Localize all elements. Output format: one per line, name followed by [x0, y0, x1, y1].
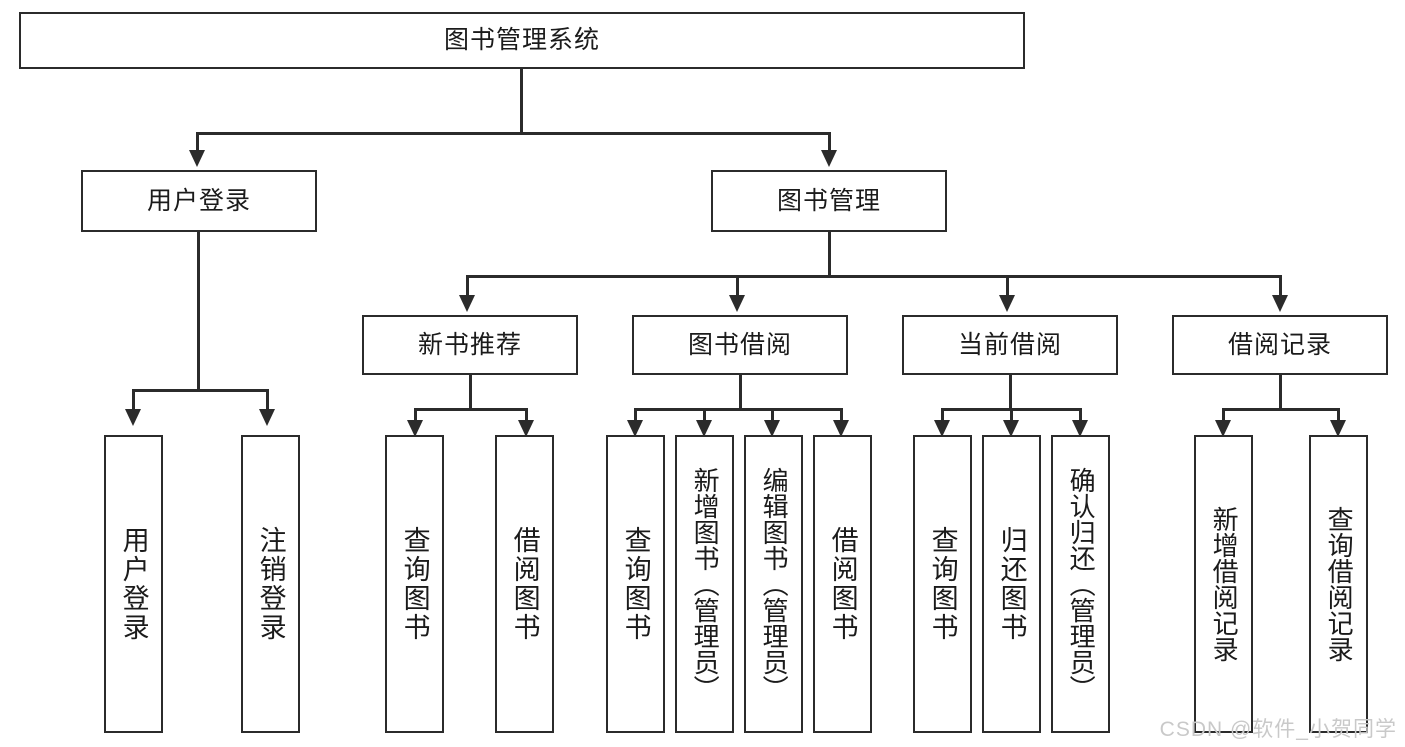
leaf-logout[interactable]: 注销登录	[241, 435, 300, 733]
leaf-query-borrow-record[interactable]: 查询借阅记录	[1309, 435, 1368, 733]
arrow-to-book-manage	[821, 150, 837, 167]
arrow-to-confirm-return	[1072, 420, 1088, 437]
arrow-to-query-book-3	[934, 420, 950, 437]
leaf-add-book[interactable]: 新增图书（管理员）	[675, 435, 734, 733]
connector-bookmanage-branch-1	[466, 275, 469, 297]
arrow-to-new-book-recommend	[459, 295, 475, 312]
connector-root-branch-right	[828, 132, 831, 152]
node-book-borrow[interactable]: 图书借阅	[632, 315, 848, 375]
node-root-library-system[interactable]: 图书管理系统	[19, 12, 1025, 69]
leaf-label: 查询图书	[620, 526, 651, 642]
connector-currentborrow-branch-3	[1079, 408, 1082, 422]
node-new-book-recommend[interactable]: 新书推荐	[362, 315, 578, 375]
leaf-label: 新增图书（管理员）	[690, 467, 721, 701]
node-label: 借阅记录	[1227, 330, 1332, 359]
connector-currentborrow-branch-2	[1010, 408, 1013, 422]
leaf-confirm-return[interactable]: 确认归还（管理员）	[1051, 435, 1110, 733]
arrow-to-add-record	[1215, 420, 1231, 437]
connector-bookmanage-branch-4	[1279, 275, 1282, 297]
leaf-label: 查询图书	[927, 526, 958, 642]
leaf-query-book-recommend[interactable]: 查询图书	[385, 435, 444, 733]
arrow-to-current-borrow	[999, 295, 1015, 312]
node-label: 用户登录	[146, 186, 251, 215]
leaf-label: 确认归还（管理员）	[1066, 467, 1097, 701]
leaf-label: 用户登录	[118, 526, 149, 642]
connector-borrowrecord-stem	[1279, 375, 1282, 410]
connector-borrowrecord-bus	[1222, 408, 1340, 411]
connector-bookborrow-stem	[739, 375, 742, 410]
connector-newbook-branch-2	[525, 408, 528, 422]
leaf-query-book-borrow[interactable]: 查询图书	[606, 435, 665, 733]
connector-currentborrow-stem	[1009, 375, 1012, 410]
leaf-edit-book[interactable]: 编辑图书（管理员）	[744, 435, 803, 733]
arrow-to-query-book-1	[407, 420, 423, 437]
arrow-to-edit-book	[764, 420, 780, 437]
connector-bookborrow-branch-1	[634, 408, 637, 422]
leaf-label: 归还图书	[996, 526, 1027, 642]
connector-bookborrow-branch-3	[771, 408, 774, 422]
connector-bookmanage-branch-2	[736, 275, 739, 297]
connector-bookmanage-stem	[828, 232, 831, 277]
arrow-to-user-login	[189, 150, 205, 167]
arrow-to-logout-leaf	[259, 409, 275, 426]
node-label: 当前借阅	[957, 330, 1062, 359]
connector-userlogin-stem	[197, 232, 200, 391]
leaf-borrow-book[interactable]: 借阅图书	[813, 435, 872, 733]
node-label: 图书管理	[776, 186, 881, 215]
arrow-to-query-record	[1330, 420, 1346, 437]
leaf-borrow-book-recommend[interactable]: 借阅图书	[495, 435, 554, 733]
leaf-query-book-current[interactable]: 查询图书	[913, 435, 972, 733]
arrow-to-add-book	[696, 420, 712, 437]
arrow-to-borrow-book-2	[833, 420, 849, 437]
leaf-label: 编辑图书（管理员）	[759, 467, 790, 701]
arrow-to-query-book-2	[627, 420, 643, 437]
connector-userlogin-bus	[132, 389, 269, 392]
node-user-login[interactable]: 用户登录	[81, 170, 317, 232]
connector-root-branch-left	[196, 132, 199, 152]
node-book-manage[interactable]: 图书管理	[711, 170, 947, 232]
node-label: 图书借阅	[687, 330, 792, 359]
connector-bookborrow-branch-2	[703, 408, 706, 422]
connector-bookmanage-branch-3	[1006, 275, 1009, 297]
connector-borrowrecord-branch-1	[1222, 408, 1225, 422]
arrow-to-return-book	[1003, 420, 1019, 437]
connector-userlogin-branch-1	[132, 389, 135, 411]
connector-newbook-branch-1	[414, 408, 417, 422]
node-label: 新书推荐	[417, 330, 522, 359]
arrow-to-borrow-book-1	[518, 420, 534, 437]
connector-bookmanage-bus	[466, 275, 1282, 278]
node-label: 图书管理系统	[443, 26, 600, 54]
arrow-to-user-login-leaf	[125, 409, 141, 426]
node-borrow-record[interactable]: 借阅记录	[1172, 315, 1388, 375]
connector-root-bus	[196, 132, 830, 135]
leaf-label: 借阅图书	[827, 526, 858, 642]
leaf-label: 借阅图书	[509, 526, 540, 642]
connector-newbook-stem	[469, 375, 472, 410]
connector-bookborrow-branch-4	[840, 408, 843, 422]
connector-currentborrow-branch-1	[941, 408, 944, 422]
connector-bookborrow-bus	[634, 408, 843, 411]
leaf-label: 查询借阅记录	[1324, 506, 1355, 662]
leaf-label: 新增借阅记录	[1209, 506, 1240, 662]
arrow-to-borrow-record	[1272, 295, 1288, 312]
connector-userlogin-branch-2	[266, 389, 269, 411]
leaf-return-book[interactable]: 归还图书	[982, 435, 1041, 733]
leaf-label: 查询图书	[399, 526, 430, 642]
connector-borrowrecord-branch-2	[1337, 408, 1340, 422]
connector-newbook-bus	[414, 408, 528, 411]
node-current-borrow[interactable]: 当前借阅	[902, 315, 1118, 375]
connector-root-stem	[520, 69, 523, 134]
leaf-user-login[interactable]: 用户登录	[104, 435, 163, 733]
leaf-label: 注销登录	[255, 526, 286, 642]
arrow-to-book-borrow	[729, 295, 745, 312]
leaf-add-borrow-record[interactable]: 新增借阅记录	[1194, 435, 1253, 733]
